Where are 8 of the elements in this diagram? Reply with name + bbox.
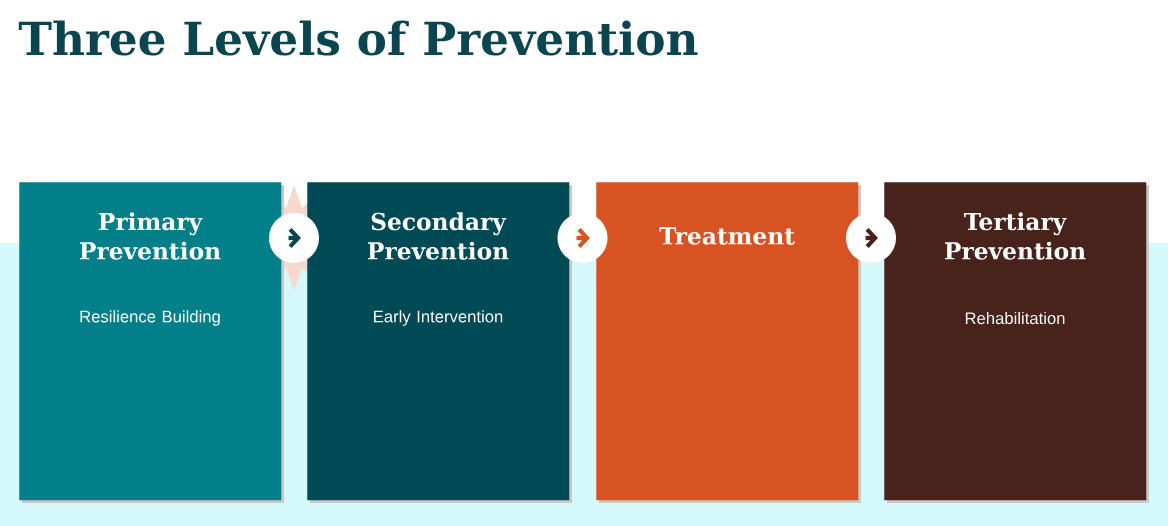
box-subtitle: Rehabilitation	[965, 311, 1065, 325]
box-subtitle: Early Intervention	[374, 310, 503, 326]
box-heading: Tertiary Prevention	[945, 212, 1086, 260]
box-heading: Secondary Prevention	[368, 212, 509, 260]
title: Three Levels of Prevention	[18, 20, 698, 56]
box-heading: Primary Prevention	[80, 212, 221, 260]
box-heading: Treatment	[659, 227, 795, 245]
box-subtitle: Resilience Building	[80, 310, 220, 326]
